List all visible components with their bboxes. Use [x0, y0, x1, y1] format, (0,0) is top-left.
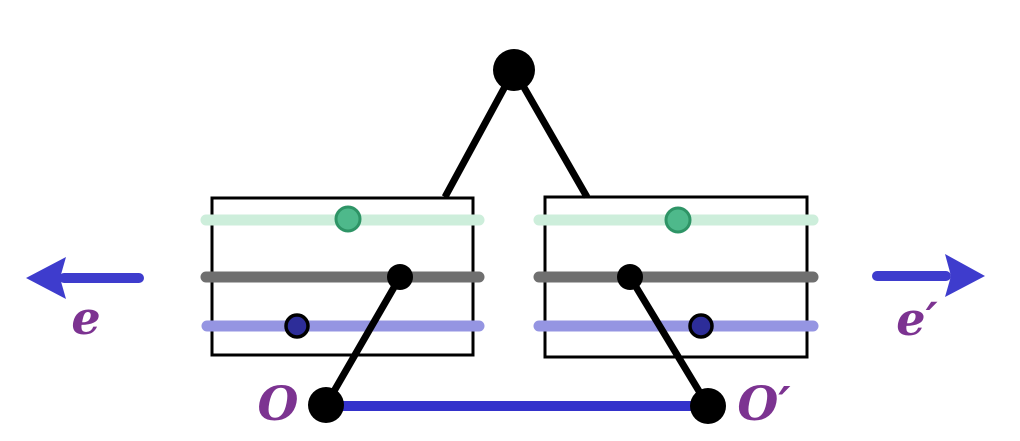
right-descending-edge	[627, 275, 711, 408]
label-o-prime: O′	[737, 377, 791, 432]
right-navy-point	[688, 313, 714, 339]
left-black-point	[387, 264, 413, 290]
apex-right-edge	[510, 68, 591, 199]
label-o: O	[258, 377, 299, 432]
arrow-left-head	[26, 257, 66, 299]
left-navy-point	[284, 313, 310, 339]
arrow-right-head	[945, 254, 985, 297]
arrow-left-icon	[26, 257, 144, 299]
apex-node	[493, 49, 535, 91]
arrow-right-icon	[872, 254, 985, 297]
right-green-point	[664, 206, 692, 234]
left-descending-edge	[322, 275, 404, 407]
label-e-prime: e′	[896, 292, 937, 346]
label-e: e	[71, 291, 100, 345]
right-black-point	[617, 264, 643, 290]
o-node	[308, 387, 344, 423]
o-prime-node	[690, 388, 726, 424]
apex-left-edge	[441, 68, 518, 199]
left-green-point	[334, 205, 362, 233]
